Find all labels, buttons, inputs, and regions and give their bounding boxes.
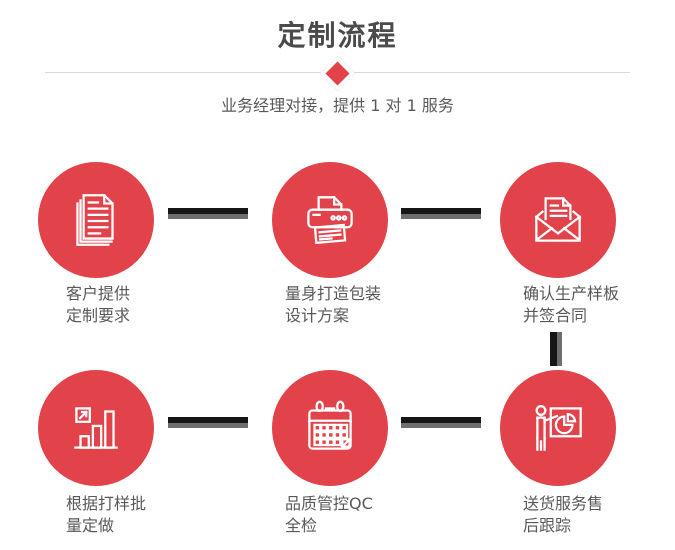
connector-vertical	[550, 332, 562, 366]
section-title: 定制流程	[277, 19, 398, 52]
step-label-line: 客户提供	[66, 284, 131, 303]
presentation-icon	[535, 405, 582, 451]
step-label-2: 量身打造包装 设计方案	[285, 283, 381, 327]
section-subtitle: 业务经理对接，提供 1 对 1 服务	[221, 96, 454, 115]
step-label-line: 确认生产样板	[523, 284, 620, 303]
calendar-icon	[308, 400, 352, 450]
step-circle-6	[500, 370, 616, 486]
step-label-line: 并签合同	[523, 306, 588, 325]
step-label-line: 设计方案	[285, 306, 350, 325]
step-label-1: 客户提供 定制要求	[66, 283, 130, 327]
step-label-line: 根据打样批	[66, 494, 147, 513]
envelope-icon	[534, 197, 582, 242]
connector-horizontal-2	[401, 208, 481, 219]
step-label-5: 品质管控QC 全检	[285, 493, 373, 537]
step-circle-5	[272, 370, 388, 486]
step-label-3: 确认生产样板 并签合同	[523, 283, 619, 327]
documents-icon	[76, 194, 114, 246]
step-label-line: 送货服务售	[523, 494, 604, 513]
step-label-line: 后跟踪	[523, 516, 572, 535]
step-label-line: 品质管控QC	[285, 494, 373, 513]
step-circle-1	[38, 162, 154, 278]
step-circle-2	[272, 162, 388, 278]
step-label-4: 根据打样批 量定做	[66, 493, 146, 537]
step-label-line: 全检	[285, 516, 318, 535]
step-circle-3	[500, 162, 616, 278]
bar-chart-icon	[74, 407, 118, 449]
diamond-icon	[319, 55, 356, 92]
step-label-line: 量定做	[66, 516, 115, 535]
connector-horizontal-3	[168, 417, 248, 428]
connector-horizontal-4	[401, 417, 481, 428]
connector-horizontal-1	[168, 208, 248, 219]
printer-icon	[307, 196, 353, 245]
step-circle-4	[38, 370, 154, 486]
step-label-6: 送货服务售 后跟踪	[523, 493, 603, 537]
step-label-line: 定制要求	[66, 306, 131, 325]
step-label-line: 量身打造包装	[285, 284, 382, 303]
